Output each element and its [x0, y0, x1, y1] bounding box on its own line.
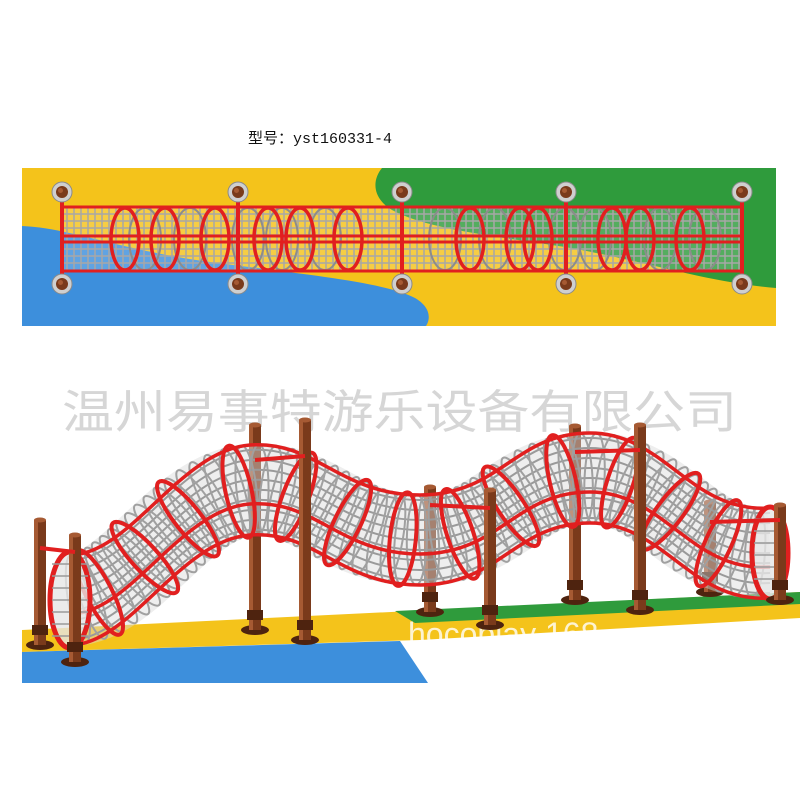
post-highlight: [249, 425, 253, 630]
tube-red-hoop: [438, 487, 482, 581]
tube-mesh-hoop: [283, 458, 327, 543]
tube-mesh-line: [69, 436, 771, 561]
post-cap: [299, 417, 311, 423]
post-collar: [702, 572, 718, 582]
ground-blue-strip: [22, 641, 428, 683]
post-highlight: [634, 425, 638, 610]
post-highlight: [569, 426, 573, 600]
post-connector: [709, 518, 781, 524]
tube-red-hoop: [693, 498, 744, 589]
post-collar: [67, 642, 83, 652]
plan-post-cap: [398, 280, 403, 285]
plan-post-cap: [562, 188, 567, 193]
tube-mesh-hoop: [337, 484, 380, 571]
tube-red-rail: [69, 431, 771, 557]
tube-red-hoop: [387, 490, 419, 588]
tube-mesh-hoop: [527, 442, 568, 529]
post-cap: [69, 532, 81, 538]
post-collar: [297, 620, 313, 630]
tube-mesh-hoop: [90, 541, 151, 616]
tube-red-hoop: [544, 433, 582, 529]
plan-post-cap: [398, 188, 403, 193]
plan-post-cap: [58, 280, 63, 285]
tunnel-tube: [47, 431, 791, 651]
post-connector: [39, 546, 76, 554]
ground-green-strip: [395, 592, 800, 623]
post-cap: [569, 423, 581, 429]
post-collar: [32, 625, 48, 635]
tube-mesh-hoop: [500, 456, 552, 537]
plan-post-cap: [234, 280, 239, 285]
tube-mesh-hoop: [188, 461, 238, 543]
tube-mesh-hoop: [202, 453, 245, 540]
tube-red-hoop: [109, 519, 181, 596]
tube-mesh-hoop: [132, 503, 198, 574]
tube-red-rail: [69, 521, 771, 647]
post-collar: [482, 605, 498, 615]
tube-mesh-hoop: [142, 495, 206, 566]
post-highlight: [484, 490, 488, 625]
tube-mesh-hoop: [313, 476, 361, 559]
post-collar: [772, 580, 788, 590]
brand-watermark: hocoplay 168: [408, 616, 598, 652]
tube-mesh-hoop: [83, 546, 139, 625]
post-cap: [249, 422, 261, 428]
tube-red-hoop: [220, 443, 257, 540]
model-label: 型号：yst160331-4: [248, 130, 392, 148]
post-cap: [634, 422, 646, 428]
post-cap: [34, 517, 46, 523]
plan-post-cap: [738, 280, 743, 285]
plan-post-cap: [58, 188, 63, 193]
plan-post-cap: [234, 188, 239, 193]
elevation-view: hocoplay 168: [22, 417, 800, 683]
plan-view: [22, 168, 776, 326]
post-connector: [254, 454, 306, 462]
tube-mesh-hoop: [685, 498, 734, 580]
post-cap: [484, 487, 496, 493]
front-posts: [39, 417, 794, 667]
post-highlight: [34, 520, 38, 645]
post-connector: [574, 448, 641, 454]
plan-post-cap: [562, 280, 567, 285]
tube-mesh-hoop: [98, 534, 162, 607]
post-collar: [567, 580, 583, 590]
post-cap: [774, 502, 786, 508]
post-collar: [247, 610, 263, 620]
post-connector: [429, 503, 491, 510]
post-highlight: [69, 535, 73, 662]
tube-mesh-hoop: [650, 481, 709, 556]
tube-red-hoop: [480, 464, 542, 549]
plan-post-cap: [738, 188, 743, 193]
post-highlight: [774, 505, 778, 600]
post-highlight: [299, 420, 303, 640]
plan-tunnel: [51, 181, 753, 295]
tube-mesh-hoop: [513, 449, 560, 533]
post-collar: [632, 590, 648, 600]
company-watermark: 温州易事特游乐设备有限公司: [62, 385, 737, 439]
tube-red-hoop: [322, 477, 374, 568]
tube-red-hoop: [155, 479, 221, 559]
tube-mesh-hoop: [123, 512, 190, 582]
post-collar: [422, 592, 438, 602]
post-cap: [424, 484, 436, 490]
